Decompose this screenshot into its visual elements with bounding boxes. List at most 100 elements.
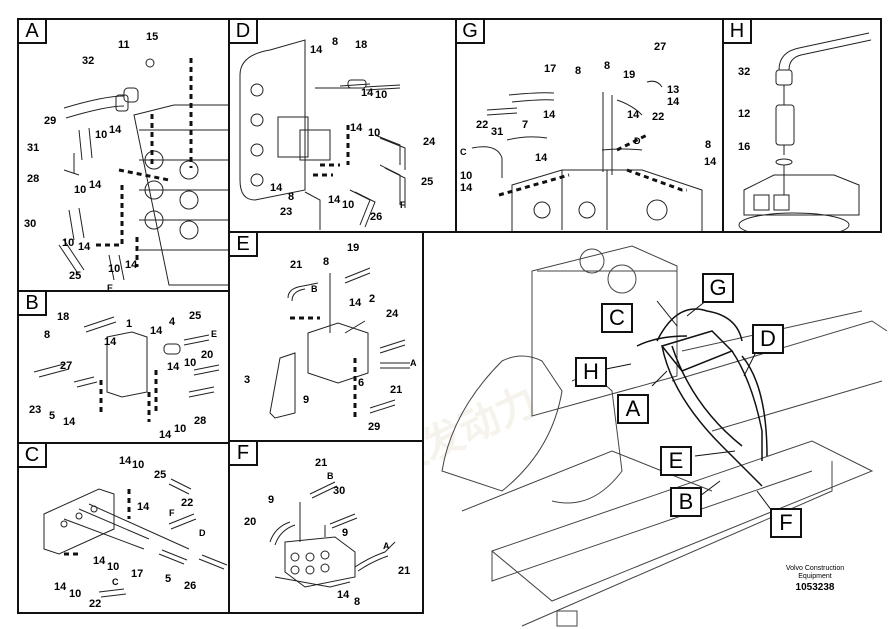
part-label: 25 xyxy=(421,176,434,188)
manifold-illustration xyxy=(33,316,220,422)
port-label: C xyxy=(112,577,119,587)
part-label: 14 xyxy=(337,589,350,601)
part-label: 10 xyxy=(132,459,145,471)
publisher-label: Volvo Construction Equipment xyxy=(785,565,845,580)
part-label: 22 xyxy=(652,111,665,123)
part-label: 14 xyxy=(667,96,680,108)
part-label: 14 xyxy=(109,124,122,136)
part-label: 10 xyxy=(460,170,473,182)
part-label: 29 xyxy=(368,421,381,433)
part-label: 18 xyxy=(57,311,70,323)
part-label: 17 xyxy=(544,63,557,75)
part-label: 8 xyxy=(332,36,339,48)
port-label: F xyxy=(169,508,175,518)
panel-tag: A xyxy=(19,20,47,44)
part-label: 14 xyxy=(535,152,548,164)
valve-assembly-illustration xyxy=(58,58,228,286)
part-label: 25 xyxy=(189,310,202,322)
part-label: 10 xyxy=(107,561,120,573)
part-label: 21 xyxy=(398,565,411,577)
part-label: 26 xyxy=(184,580,197,592)
part-label: 28 xyxy=(27,173,40,185)
part-label: 6 xyxy=(358,377,365,389)
part-label: 14 xyxy=(627,109,640,121)
part-label: 14 xyxy=(63,416,76,428)
callout-f: F xyxy=(770,508,802,538)
part-label: 8 xyxy=(323,256,330,268)
part-label: 8 xyxy=(44,329,51,341)
drawing-number: 1053238 xyxy=(795,582,835,593)
part-label: 14 xyxy=(167,361,180,373)
part-label: 8 xyxy=(354,596,361,608)
part-label: 28 xyxy=(194,415,207,427)
bulkhead-plate-illustration xyxy=(43,478,228,598)
panel-e: E 19 21 8 B 14 2 24 3 6 A 9 21 29 xyxy=(228,231,424,442)
part-label: 4 xyxy=(169,316,176,328)
part-label: 5 xyxy=(49,410,56,422)
part-label: 8 xyxy=(575,65,582,77)
panel-tag: G xyxy=(457,20,485,44)
part-label: 15 xyxy=(146,31,159,43)
part-label: 12 xyxy=(738,108,751,120)
part-label: 10 xyxy=(375,89,388,101)
part-label: 14 xyxy=(328,194,341,206)
port-label: F xyxy=(400,200,406,210)
swivel-joint-illustration xyxy=(738,32,872,231)
panel-tag: C xyxy=(19,444,47,468)
part-label: 16 xyxy=(738,141,751,153)
panel-a: A 11 15 32 29 10 14 31 28 10 14 3 xyxy=(17,18,230,292)
part-label: 19 xyxy=(623,69,636,81)
callout-e: E xyxy=(660,446,692,476)
callout-g: G xyxy=(702,273,734,303)
part-label: 1 xyxy=(126,318,133,330)
shuttle-valve-illustration xyxy=(269,481,396,588)
part-label: 14 xyxy=(104,336,117,348)
port-label: A xyxy=(383,541,390,551)
part-label: 10 xyxy=(108,263,121,275)
panel-b: B 18 8 14 1 14 4 25 E 27 14 10 20 23 5 1… xyxy=(17,290,230,444)
part-label: 21 xyxy=(390,384,403,396)
part-label: 21 xyxy=(315,457,328,469)
part-label: 31 xyxy=(27,142,40,154)
part-label: 9 xyxy=(268,494,275,506)
part-label: 29 xyxy=(44,115,57,127)
part-label: 8 xyxy=(705,139,712,151)
part-label: 30 xyxy=(333,485,346,497)
part-label: 10 xyxy=(62,237,75,249)
part-label: 14 xyxy=(704,156,717,168)
panel-d: D 14 8 18 14 10 24 14 10 25 F 14 8 23 14… xyxy=(228,18,457,233)
part-label: 10 xyxy=(74,184,87,196)
part-label: 25 xyxy=(154,469,167,481)
part-label: 19 xyxy=(347,242,360,254)
panel-f: F 21 B 9 30 20 9 A 21 14 8 xyxy=(228,440,424,614)
panel-g: G 27 17 8 8 19 13 14 14 14 22 22 31 7 C … xyxy=(455,18,724,233)
part-label: 27 xyxy=(654,41,667,53)
part-label: 14 xyxy=(119,455,132,467)
part-label: 11 xyxy=(118,39,130,51)
part-label: 21 xyxy=(290,259,303,271)
part-label: 23 xyxy=(280,206,293,218)
port-label: D xyxy=(199,528,206,538)
part-label: 14 xyxy=(78,241,91,253)
port-label: B xyxy=(327,471,334,481)
panel-tag: D xyxy=(230,20,258,44)
part-label: 9 xyxy=(342,527,349,539)
part-label: 14 xyxy=(310,44,323,56)
part-label: 25 xyxy=(69,270,82,282)
part-label: 30 xyxy=(24,218,37,230)
part-label: 10 xyxy=(95,129,108,141)
part-label: 10 xyxy=(368,127,381,139)
part-label: 22 xyxy=(476,119,489,131)
part-label: 20 xyxy=(244,516,257,528)
panel-tag: E xyxy=(230,233,258,257)
part-label: 13 xyxy=(667,84,680,96)
part-label: 24 xyxy=(386,308,399,320)
port-label: B xyxy=(311,284,318,294)
part-label: 8 xyxy=(288,191,295,203)
control-valve-illustration xyxy=(471,80,703,231)
port-label: A xyxy=(410,358,417,368)
part-label: 24 xyxy=(423,136,436,148)
part-label: 14 xyxy=(361,87,374,99)
part-label: 9 xyxy=(303,394,310,406)
part-label: 14 xyxy=(350,122,363,134)
